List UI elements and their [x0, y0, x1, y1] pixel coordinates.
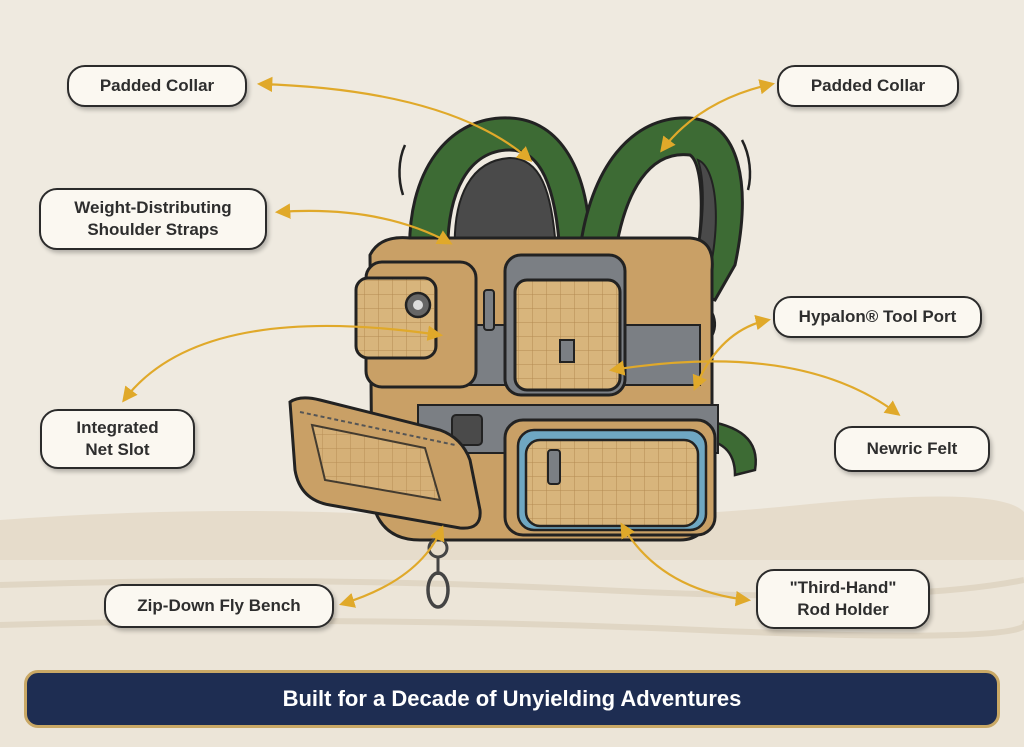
callout-padded-collar-right: Padded Collar — [777, 65, 959, 107]
arrow-padded-collar-right — [660, 79, 776, 153]
arrow-padded-collar-left — [256, 76, 533, 163]
callout-label: Hypalon® Tool Port — [798, 307, 957, 326]
arrow-net-slot — [122, 324, 444, 403]
tagline-banner: Built for a Decade of Unyielding Adventu… — [24, 670, 1000, 728]
callout-padded-collar-left: Padded Collar — [67, 65, 247, 107]
callout-label: Integrated Net Slot — [76, 418, 159, 459]
callout-label: Zip-Down Fly Bench — [137, 596, 301, 615]
callout-fly-bench: Zip-Down Fly Bench — [104, 584, 334, 628]
vest-body — [288, 236, 719, 609]
callout-label: Padded Collar — [810, 76, 926, 95]
callout-tool-port: Hypalon® Tool Port — [773, 296, 982, 338]
arrow-newric-felt — [608, 360, 901, 416]
callout-label: Padded Collar — [99, 76, 215, 95]
arrow-fly-bench — [339, 525, 445, 608]
callout-label: Weight-Distributing Shoulder Straps — [74, 198, 232, 239]
callout-label: Newric Felt — [866, 439, 958, 458]
callout-arrows — [122, 76, 901, 608]
callout-net-slot: Integrated Net Slot — [40, 409, 195, 469]
callout-newric-felt: Newric Felt — [834, 426, 990, 472]
callout-shoulder-straps: Weight-Distributing Shoulder Straps — [39, 188, 267, 250]
callout-rod-holder: "Third-Hand" Rod Holder — [756, 569, 930, 629]
arrow-shoulder-straps — [274, 203, 453, 245]
arrow-rod-holder — [620, 522, 752, 607]
callout-label: "Third-Hand" Rod Holder — [789, 578, 897, 619]
tagline-text: Built for a Decade of Unyielding Adventu… — [282, 686, 742, 711]
